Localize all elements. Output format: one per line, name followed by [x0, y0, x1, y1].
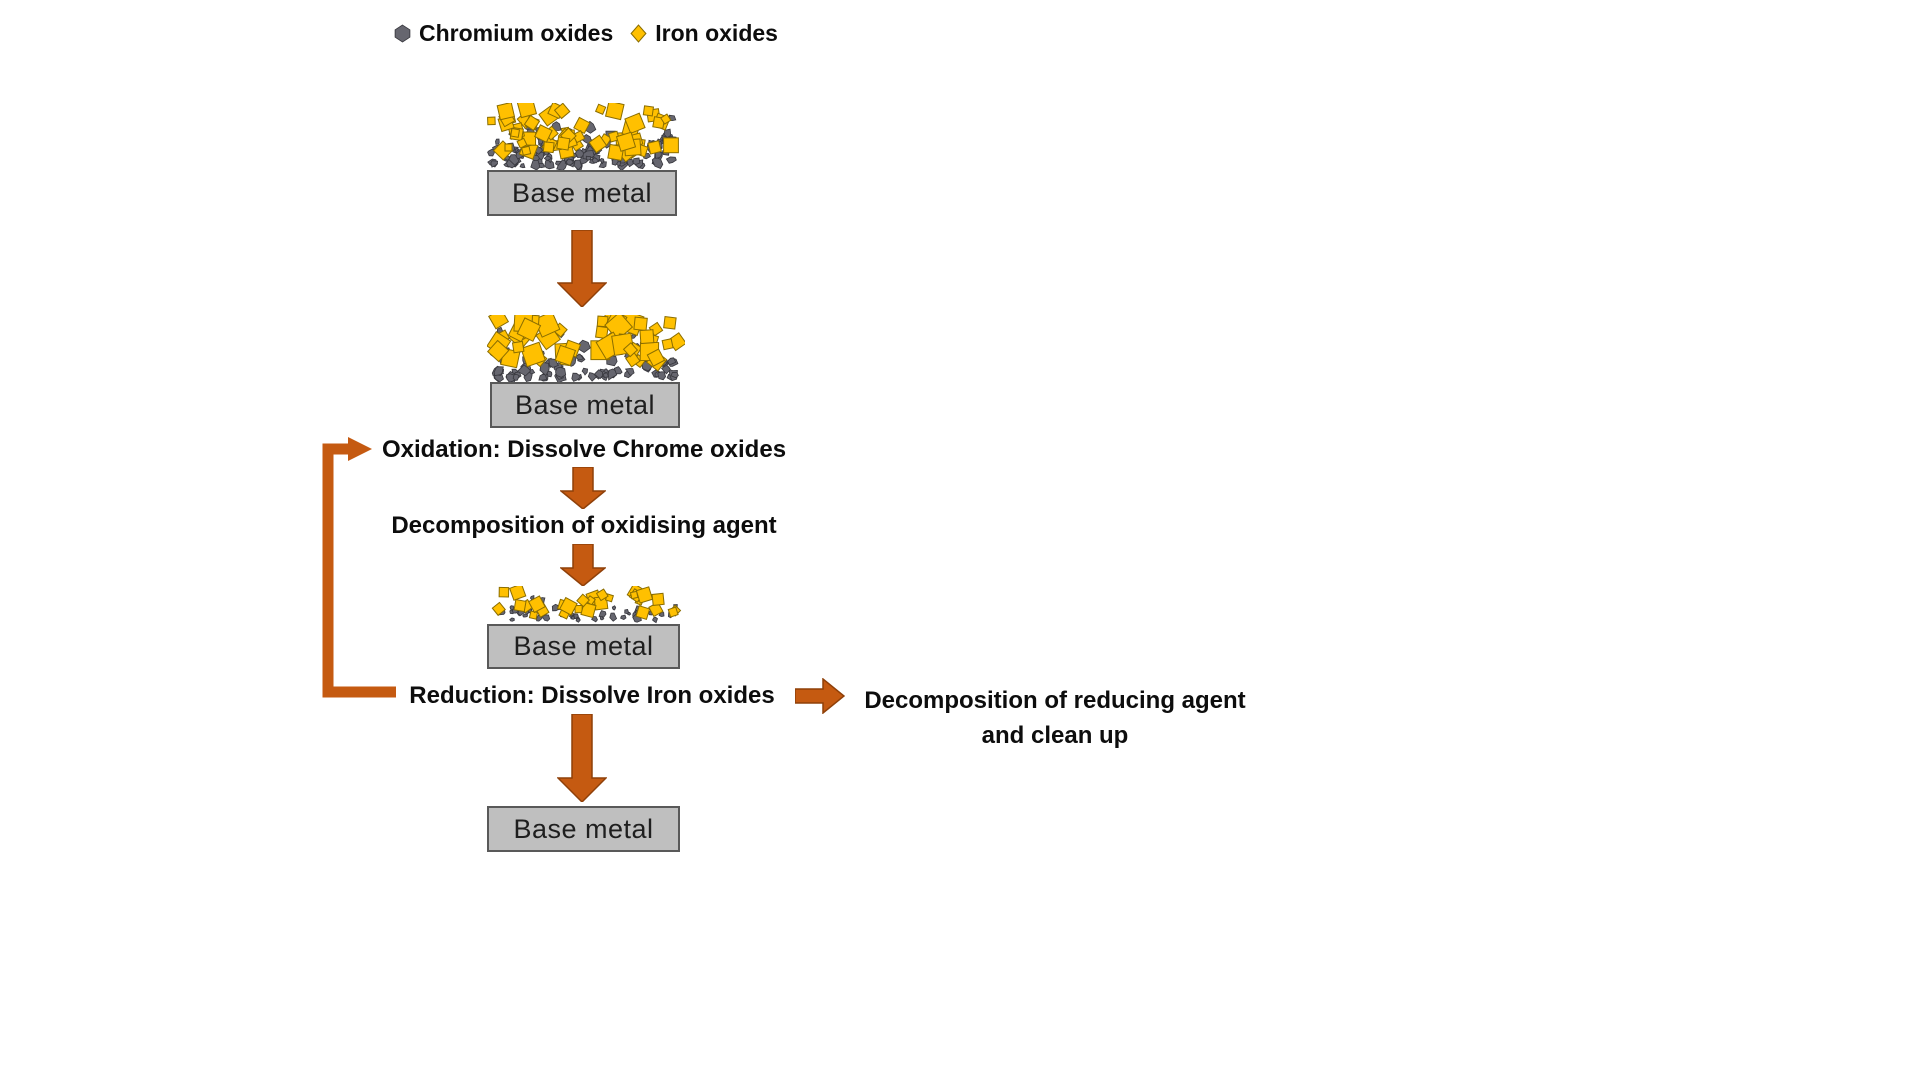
legend: Chromium oxides Iron oxides	[393, 20, 778, 47]
iron-oxide-icon	[630, 24, 647, 43]
base-metal-box-4: Base metal	[487, 806, 680, 852]
arrow-down-1	[557, 230, 607, 307]
base-metal-box-2: Base metal	[490, 382, 680, 428]
reduction-label: Reduction: Dissolve Iron oxides	[409, 682, 775, 709]
decomposition-oxidising-label: Decomposition of oxidising agent	[391, 512, 777, 539]
oxide-layer-sparse	[491, 586, 682, 624]
base-metal-box-1: Base metal	[487, 170, 677, 216]
loop-arrow	[322, 437, 396, 698]
chromium-oxide-icon	[394, 24, 411, 43]
decomposition-reducing-label: Decomposition of reducing agent and clea…	[855, 683, 1255, 753]
oxidation-label: Oxidation: Dissolve Chrome oxides	[381, 436, 787, 463]
arrow-down-2	[560, 467, 606, 509]
legend-label-chromium: Chromium oxides	[419, 20, 614, 46]
decomposition-reducing-line1: Decomposition of reducing agent	[864, 687, 1246, 714]
arrow-down-3	[560, 544, 606, 586]
arrow-right	[795, 678, 845, 714]
base-metal-box-3: Base metal	[487, 624, 680, 669]
oxide-layer-dense	[487, 103, 679, 170]
legend-item-chromium: Chromium oxides	[393, 20, 613, 47]
oxide-layer-partial	[487, 315, 685, 382]
legend-label-iron: Iron oxides	[655, 20, 778, 46]
legend-item-iron: Iron oxides	[629, 20, 778, 47]
arrow-down-4	[557, 714, 607, 802]
decomposition-reducing-line2: and clean up	[981, 722, 1129, 749]
